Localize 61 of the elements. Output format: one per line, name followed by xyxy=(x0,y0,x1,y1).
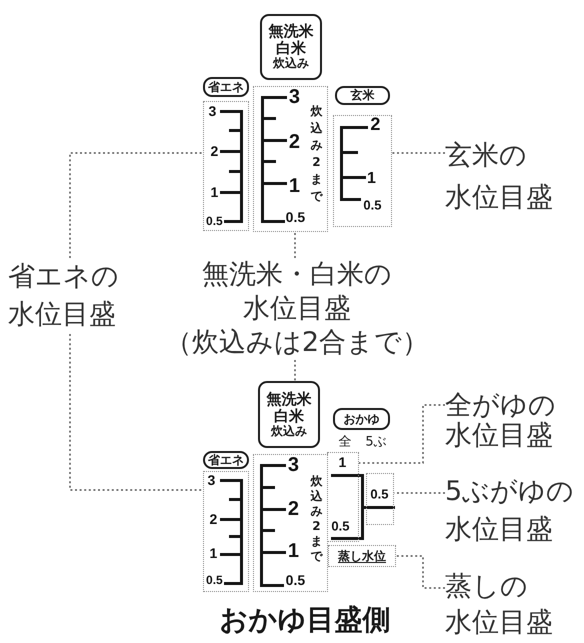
callout-text: 省エネの水位目盛 xyxy=(8,258,119,334)
rounded-tag: おかゆ xyxy=(333,408,390,430)
scale-frame xyxy=(203,471,249,592)
scale-number: 1 xyxy=(338,455,346,470)
vertical-note: 炊込み2まで xyxy=(310,474,322,564)
callout-text: 全がゆの水位目盛 xyxy=(445,391,556,451)
scale-number: 1 xyxy=(210,185,218,200)
scale-number: 0.5 xyxy=(370,488,388,501)
rounded-tag: 玄米 xyxy=(335,86,390,105)
scale-frame xyxy=(253,454,328,592)
rounded-tag xyxy=(258,381,320,448)
scale-number: 2 xyxy=(288,499,299,520)
leader-line xyxy=(294,232,296,258)
leader-line xyxy=(359,404,445,464)
scale-frame xyxy=(253,86,328,232)
tag-text: 無洗米 xyxy=(266,390,312,408)
callout-text: 無洗米・白米の水位目盛（炊込みは2合まで） xyxy=(164,258,430,360)
scale-number: 1 xyxy=(366,171,376,188)
leader-line xyxy=(69,152,203,258)
scale-number: 2 xyxy=(210,144,218,158)
leader-line xyxy=(69,334,203,491)
scale-label: 蒸し水位 xyxy=(328,545,396,567)
tag-text: 白米 xyxy=(274,408,304,425)
scale-number: 2 xyxy=(210,512,218,526)
rounded-tag: 省エネ xyxy=(203,77,249,97)
scale-number: 2 xyxy=(370,115,380,134)
vertical-note: 炊込み2まで xyxy=(310,103,322,206)
scale-number: 3 xyxy=(208,104,216,118)
leader-line xyxy=(294,360,296,381)
leader-line xyxy=(394,492,445,494)
scale-number: 3 xyxy=(288,455,299,476)
scale-number: 0.5 xyxy=(206,574,223,586)
scale-heading: 全 xyxy=(338,436,352,448)
tag-text: 無洗米 xyxy=(268,23,314,40)
callout-text: 蒸しの水位目盛 xyxy=(445,569,553,641)
caption-text: おかゆ目盛側 xyxy=(220,606,390,634)
scale-number: 2 xyxy=(288,132,300,152)
scale-number: 0.5 xyxy=(286,210,306,224)
scale-number: 1 xyxy=(288,541,299,562)
scale-number: 1 xyxy=(288,176,300,196)
leader-line xyxy=(396,555,445,589)
scale-number: 1 xyxy=(210,546,218,560)
tag-text: 炊込み xyxy=(271,424,307,438)
scale-heading: 5ぶ xyxy=(365,436,387,448)
callout-text: 玄米の水位目盛 xyxy=(445,135,553,219)
scale-number: 0.5 xyxy=(331,520,350,533)
scale-number: 0.5 xyxy=(286,573,306,588)
scale-frame xyxy=(333,115,392,227)
scale-number: 0.5 xyxy=(363,198,382,212)
scale-number: 3 xyxy=(208,473,216,488)
scale-frame xyxy=(203,101,249,231)
tag-text: 白米 xyxy=(276,40,306,58)
tag-text: 炊込み xyxy=(273,57,309,71)
scale-number: 0.5 xyxy=(206,215,223,228)
scale-frame xyxy=(366,473,394,525)
rounded-tag xyxy=(260,14,322,80)
rounded-tag: 省エネ xyxy=(203,451,249,469)
callout-text: 5ぶがゆの水位目盛 xyxy=(445,473,574,549)
leader-line xyxy=(392,152,445,154)
scale-frame xyxy=(327,452,359,542)
scale-number: 3 xyxy=(288,87,300,108)
